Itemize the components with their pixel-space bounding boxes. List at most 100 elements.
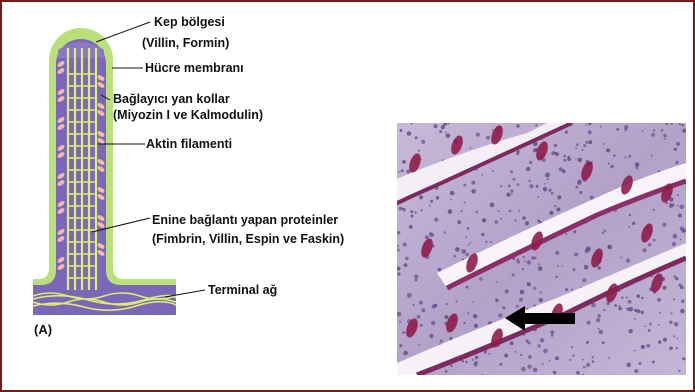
nucleus-dot [476, 211, 479, 214]
nucleus-dot [476, 133, 480, 137]
nucleus-dot [450, 199, 452, 201]
nucleus-dot [628, 226, 630, 228]
nucleus-dot [673, 298, 675, 300]
nucleus-dot [446, 133, 451, 138]
nucleus-dot [675, 161, 678, 164]
nucleus-dot [405, 257, 409, 261]
nucleus-dot [553, 371, 557, 375]
nucleus-dot [429, 205, 431, 207]
nucleus-dot [608, 162, 610, 164]
nucleus-dot [652, 361, 655, 364]
nucleus-dot [557, 195, 561, 199]
nucleus-dot [608, 357, 610, 359]
nucleus-dot [402, 160, 406, 164]
nucleus-dot [676, 338, 678, 340]
nucleus-dot [399, 344, 402, 347]
nucleus-dot [417, 315, 421, 319]
nucleus-dot [556, 207, 560, 211]
nucleus-dot [445, 370, 448, 373]
nucleus-dot [444, 315, 448, 319]
nucleus-dot [592, 356, 594, 358]
nucleus-dot [579, 191, 582, 194]
nucleus-dot [523, 256, 525, 258]
nucleus-dot [649, 323, 652, 326]
nucleus-dot [544, 183, 546, 185]
nucleus-dot [610, 165, 614, 169]
nucleus-dot [677, 194, 679, 196]
nucleus-dot [642, 130, 644, 132]
nucleus-dot [445, 132, 447, 134]
nucleus-dot [475, 356, 479, 360]
nucleus-dot [551, 192, 554, 195]
nucleus-dot [520, 290, 525, 295]
nucleus-dot [645, 325, 647, 327]
nucleus-dot [409, 225, 413, 229]
nucleus-dot [588, 130, 592, 134]
nucleus-dot [469, 242, 471, 244]
nucleus-dot [457, 220, 461, 224]
nucleus-dot [520, 354, 522, 356]
nucleus-dot [434, 304, 437, 307]
nucleus-dot [603, 143, 605, 145]
nucleus-dot [425, 235, 429, 239]
nucleus-dot [635, 162, 640, 167]
nucleus-dot [582, 278, 586, 282]
nucleus-dot [460, 210, 462, 212]
nucleus-dot [508, 185, 511, 188]
nucleus-dot [492, 170, 494, 172]
nucleus-dot [521, 367, 526, 372]
nucleus-dot [583, 144, 586, 147]
nucleus-dot [641, 297, 643, 299]
nucleus-dot [403, 351, 408, 356]
nucleus-dot [538, 266, 543, 271]
nucleus-dot [471, 189, 476, 194]
nucleus-dot [590, 196, 594, 200]
nucleus-dot [582, 149, 584, 151]
nucleus-dot [624, 156, 626, 158]
nucleus-dot [547, 178, 549, 180]
nucleus-dot [550, 330, 554, 334]
nucleus-dot [529, 184, 533, 188]
nucleus-dot [651, 133, 655, 137]
nucleus-dot [421, 308, 425, 312]
nucleus-dot [415, 279, 418, 282]
nucleus-dot [399, 321, 401, 323]
nucleus-dot [571, 288, 573, 290]
nucleus-dot [419, 301, 423, 305]
label-cap-region-detail: (Villin, Formin) [142, 36, 229, 51]
nucleus-dot [533, 148, 537, 152]
label-cell-membrane: Hücre membranı [145, 61, 244, 76]
nucleus-dot [555, 356, 559, 360]
label-lateral-arms: Bağlayıcı yan kollar [113, 92, 230, 107]
nucleus-dot [575, 158, 577, 160]
nucleus-dot [510, 170, 513, 173]
nucleus-dot [673, 335, 675, 337]
nucleus-dot [436, 196, 440, 200]
nucleus-dot [636, 167, 639, 170]
nucleus-dot [525, 221, 529, 225]
nucleus-dot [646, 344, 650, 348]
nucleus-dot [438, 268, 441, 271]
nucleus-dot [461, 249, 466, 254]
nucleus-dot [563, 159, 566, 162]
nucleus-dot [592, 360, 595, 363]
nucleus-dot [500, 185, 502, 187]
nucleus-dot [533, 287, 536, 290]
nucleus-dot [554, 144, 558, 148]
nucleus-dot [653, 209, 655, 211]
nucleus-dot [602, 341, 605, 344]
nucleus-dot [627, 363, 631, 367]
nucleus-dot [637, 309, 641, 313]
nucleus-dot [565, 233, 567, 235]
nucleus-dot [663, 134, 667, 138]
nucleus-dot [512, 273, 515, 276]
nucleus-dot [473, 314, 477, 318]
nucleus-dot [641, 311, 644, 314]
nucleus-dot [486, 136, 490, 140]
nucleus-dot [434, 218, 438, 222]
nucleus-dot [648, 243, 651, 246]
nucleus-dot [450, 191, 455, 196]
nucleus-dot [677, 205, 679, 207]
nucleus-dot [621, 297, 623, 299]
nucleus-dot [498, 313, 502, 317]
